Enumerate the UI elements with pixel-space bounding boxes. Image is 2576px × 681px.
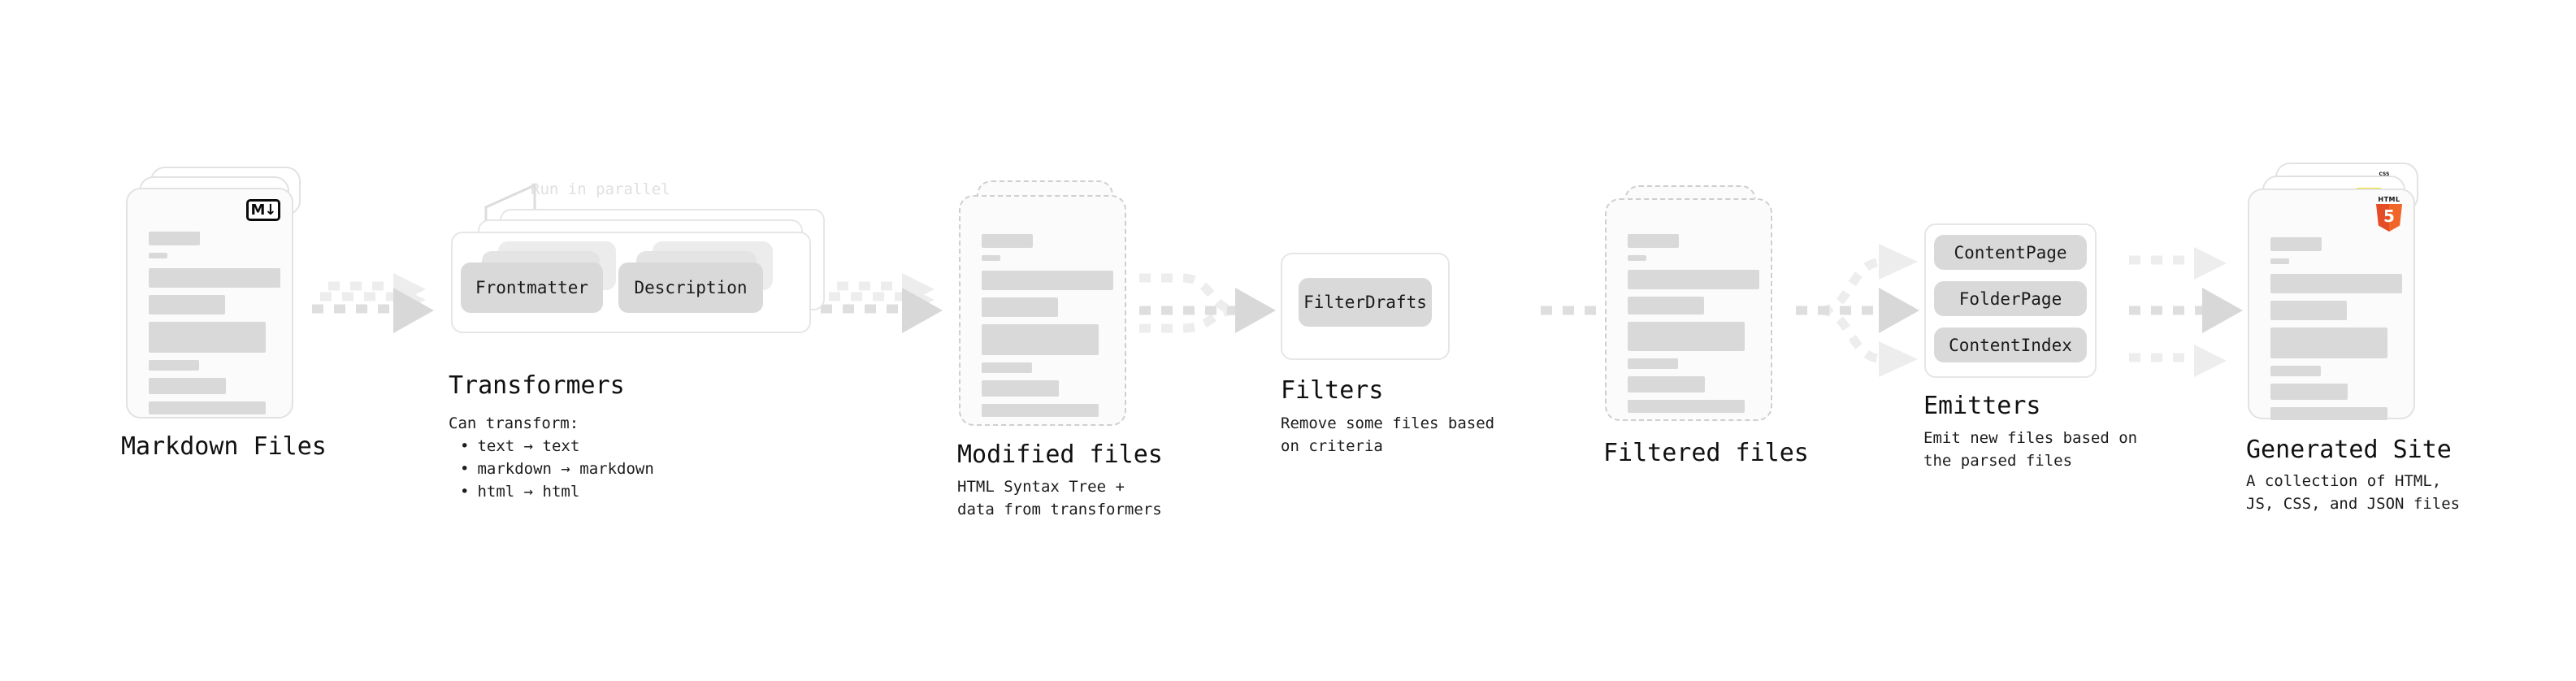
chip-contentpage[interactable]: ContentPage [1934,235,2087,270]
stage-emitters: ContentPage FolderPage ContentIndex Emit… [1923,223,2137,470]
markdown-card-front: M↓ [126,188,293,419]
css-label: CSS [2379,171,2390,177]
stage-filters: FilterDrafts Filters Remove some files b… [1281,253,1494,455]
bar [149,322,266,353]
bar [982,271,1113,290]
stage-caption-filters: Remove some files based on criteria [1281,414,1495,455]
run-in-parallel-label: Run in parallel [531,180,670,198]
chip-contentindex[interactable]: ContentIndex [1934,327,2087,362]
arrow-emitters-to-site [2129,247,2243,377]
stage-title-modified-files: Modified files [957,440,1163,469]
modified-file-stack [959,180,1134,432]
bar [149,401,266,414]
bar [149,378,226,394]
bar [982,297,1058,317]
modified-card-bars [982,234,1113,424]
transformers-bullets: Can transform: text → text markdown → ma… [449,412,654,503]
markdown-badge: M↓ [246,199,280,221]
stage-title-emitters: Emitters [1923,392,2041,420]
stage-caption-emitters: Emit new files based on the parsed files [1923,429,2138,470]
bar [982,362,1032,373]
bar [2270,384,2348,400]
chip-description[interactable]: Description [618,262,763,313]
bar [2270,366,2321,376]
stage-caption-generated-site: A collection of HTML, JS, CSS, and JSON … [2246,472,2461,513]
bar [1628,376,1705,393]
stage-generated-site: CSS HTML 5 [2246,163,2460,513]
arrow-modified-to-filters [1139,273,1276,333]
bar [982,324,1099,355]
filtered-card-bars [1628,234,1759,420]
html5-number: 5 [2383,206,2395,226]
stage-title-filters: Filters [1281,376,1384,405]
bar [2270,237,2322,251]
arrow-transformers-to-modified [821,273,943,333]
generated-card-front: HTML 5 [2248,189,2415,420]
bullet-item: text → text [460,435,654,458]
bar [2270,301,2347,320]
stage-title-filtered-files: Filtered files [1603,439,1809,467]
stage-title-transformers: Transformers [449,371,625,400]
bar [1628,322,1745,351]
chip-frontmatter[interactable]: Frontmatter [461,262,603,313]
chip-folderpage[interactable]: FolderPage [1934,281,2087,316]
stage-title-generated-site: Generated Site [2246,436,2452,464]
stage-transformers: Frontmatter Description Run in parallel … [449,180,833,501]
filtered-card-front [1605,198,1772,421]
bar [982,234,1033,248]
modified-card-front [959,195,1126,426]
generated-card-bars [2270,237,2402,427]
stage-modified-files: Modified files HTML Syntax Tree + data f… [957,180,1163,518]
bar [2270,407,2387,420]
filters-group: FilterDrafts [1281,253,1459,367]
emitters-group: ContentPage FolderPage ContentIndex [1924,223,2111,386]
stage-caption-modified-files: HTML Syntax Tree + data from transformer… [957,478,1162,518]
bullet-item: markdown → markdown [460,458,653,480]
transformers-stack: Frontmatter Description [451,183,833,370]
filtered-file-stack [1605,185,1780,437]
bar [1628,400,1745,413]
bar [982,380,1059,397]
bar [1628,358,1678,369]
html5-label: HTML [2378,196,2400,203]
bar [149,253,167,258]
stage-filtered-files: Filtered files [1603,185,1809,467]
html5-shield-icon: 5 [2376,204,2402,232]
stage-title-markdown-files: Markdown Files [121,432,327,461]
bar [149,295,225,314]
markdown-card-bars [149,232,280,422]
html5-badge: HTML 5 [2374,196,2404,232]
markdown-file-stack: M↓ [126,167,301,419]
bar [1628,270,1759,289]
bar [982,404,1099,417]
bar [2270,274,2402,293]
transformers-caption: Can transform: [449,414,579,432]
stage-markdown-files: M↓ Markdown Files [121,167,327,461]
chip-filterdrafts[interactable]: FilterDrafts [1299,278,1432,327]
arrow-markdown-to-transformers [312,273,434,333]
bar [2270,258,2289,264]
arrow-filtered-to-emitters [1796,244,1919,377]
bar [1628,297,1704,314]
bar [149,232,200,245]
bar [1628,255,1646,261]
bar [982,255,1000,261]
bar [149,360,199,371]
generated-file-stack: CSS HTML 5 [2248,163,2422,420]
bar [149,268,280,288]
bullet-item: html → html [460,480,654,503]
bar [1628,234,1679,248]
bar [2270,327,2387,358]
